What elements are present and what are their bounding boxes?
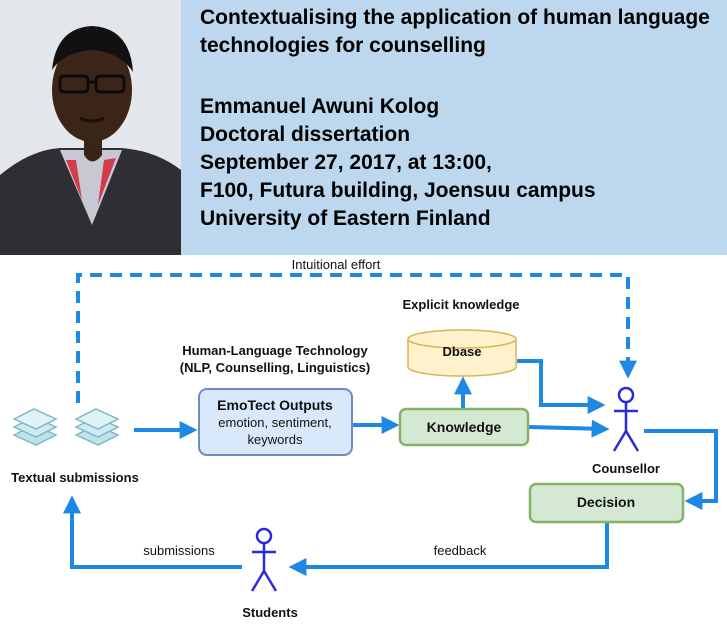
intuitional-effort-label: Intuitional effort	[292, 257, 381, 272]
intuitional-effort-arrow	[76, 273, 637, 403]
document-stack-icon-right	[74, 408, 120, 446]
emotect-outputs-line3: keywords	[248, 432, 303, 447]
author-name: Emmanuel Awuni Kolog	[200, 95, 440, 118]
students-actor-icon	[250, 527, 278, 592]
students-label: Students	[242, 605, 298, 620]
hlt-label-line2: (NLP, Counselling, Linguistics)	[180, 360, 370, 375]
author-portrait-image	[0, 0, 181, 255]
hlt-label-line1: Human-Language Technology	[182, 343, 368, 358]
dbase-cylinder: Dbase	[407, 329, 517, 377]
counsellor-label: Counsellor	[592, 461, 660, 476]
decision-label: Decision	[577, 494, 635, 510]
author-photo	[0, 0, 181, 255]
dissertation-type: Doctoral dissertation	[200, 123, 411, 146]
defense-datetime: September 27, 2017, at 13:00,	[200, 151, 492, 174]
emotect-title: EmoTect Outputs	[217, 397, 333, 413]
emotect-outputs-box: EmoTect Outputs emotion, sentiment, keyw…	[198, 388, 353, 456]
dissertation-title: Contextualising the application of human…	[200, 6, 710, 57]
workflow-diagram: Intuitional effort Explicit knowledge Hu…	[0, 255, 727, 622]
arrow-students-to-submissions	[63, 495, 242, 569]
document-stack-icon-left	[12, 408, 58, 446]
defense-venue: F100, Futura building, Joensuu campus	[200, 179, 596, 202]
dbase-label: Dbase	[442, 344, 481, 359]
arrow-knowledge-to-counsellor	[528, 419, 610, 438]
arrow-decision-to-students	[288, 523, 609, 576]
header-banner: Contextualising the application of human…	[0, 0, 727, 255]
knowledge-label: Knowledge	[427, 419, 502, 435]
counsellor-actor-icon	[612, 386, 640, 452]
submissions-label: submissions	[143, 543, 215, 558]
emotect-outputs-line2: emotion, sentiment,	[218, 415, 331, 430]
workflow-diagram-canvas: Intuitional effort Explicit knowledge Hu…	[11, 257, 718, 620]
knowledge-box: Knowledge	[398, 407, 530, 447]
arrow-dbase-to-counsellor	[517, 359, 606, 414]
textual-submissions-label: Textual submissions	[11, 470, 139, 485]
feedback-label: feedback	[434, 543, 487, 558]
decision-box: Decision	[528, 482, 685, 524]
explicit-knowledge-label: Explicit knowledge	[402, 297, 519, 312]
university-name: University of Eastern Finland	[200, 207, 491, 230]
arrow-counsellor-to-decision	[644, 429, 718, 510]
